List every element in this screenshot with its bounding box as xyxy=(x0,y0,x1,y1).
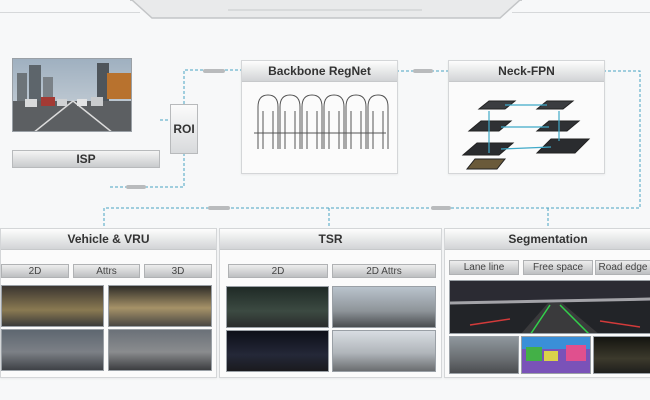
head-tsr-header: TSR xyxy=(220,229,441,250)
top-rule-right xyxy=(512,12,650,13)
tsr-sign-image-2 xyxy=(332,286,436,328)
isp-block: ISP xyxy=(12,150,160,168)
neck-title: Neck-FPN xyxy=(498,64,555,78)
isp-label: ISP xyxy=(76,152,96,166)
vehicle-attrs-label: Attrs xyxy=(73,264,140,278)
seg-highway-image xyxy=(449,280,650,334)
tsr-sign-image-4 xyxy=(332,330,436,372)
vehicle-parking-image-2 xyxy=(108,285,212,327)
head-vehicle-vru-title: Vehicle & VRU xyxy=(67,232,150,246)
seg-mask-image xyxy=(521,336,591,374)
tsr-sign-image-1 xyxy=(226,286,329,328)
seg-road-image xyxy=(449,336,519,374)
head-tsr-title: TSR xyxy=(318,232,343,246)
backbone-header: Backbone RegNet xyxy=(242,61,397,82)
roi-block: ROI xyxy=(170,104,198,154)
backbone-block: Backbone RegNet xyxy=(241,60,398,174)
vehicle-3d-label: 3D xyxy=(144,264,212,278)
head-segmentation-title: Segmentation xyxy=(508,232,588,246)
seg-free-space-label: Free space xyxy=(523,260,593,275)
camera-input-image xyxy=(12,58,132,132)
head-vehicle-vru: Vehicle & VRU 2D Attrs 3D xyxy=(0,228,217,378)
seg-lane-line-label: Lane line xyxy=(449,260,519,275)
seg-night-image xyxy=(593,336,650,374)
regnet-stages-icon xyxy=(254,94,389,149)
head-vehicle-vru-header: Vehicle & VRU xyxy=(1,229,216,250)
tsr-sign-image-3 xyxy=(226,330,329,372)
fpn-pyramid-icon xyxy=(461,100,591,170)
head-segmentation: Segmentation Lane line Free space Road e… xyxy=(444,228,650,378)
head-segmentation-header: Segmentation xyxy=(445,229,650,250)
roi-label: ROI xyxy=(173,122,195,136)
vehicle-parking-image-1 xyxy=(1,285,104,327)
tsr-2d-attrs-label: 2D Attrs xyxy=(332,264,436,278)
vehicle-street-image-1 xyxy=(1,329,104,371)
tsr-2d-label: 2D xyxy=(228,264,328,278)
backbone-title: Backbone RegNet xyxy=(268,64,371,78)
neck-header: Neck-FPN xyxy=(449,61,604,82)
vehicle-2d-label: 2D xyxy=(1,264,69,278)
top-tab-decoration xyxy=(130,0,522,19)
vehicle-street-image-2 xyxy=(108,329,212,371)
seg-road-edge-label: Road edge xyxy=(595,260,650,275)
neck-block: Neck-FPN xyxy=(448,60,605,174)
head-tsr: TSR 2D 2D Attrs xyxy=(219,228,442,378)
top-rule-left xyxy=(0,12,140,13)
